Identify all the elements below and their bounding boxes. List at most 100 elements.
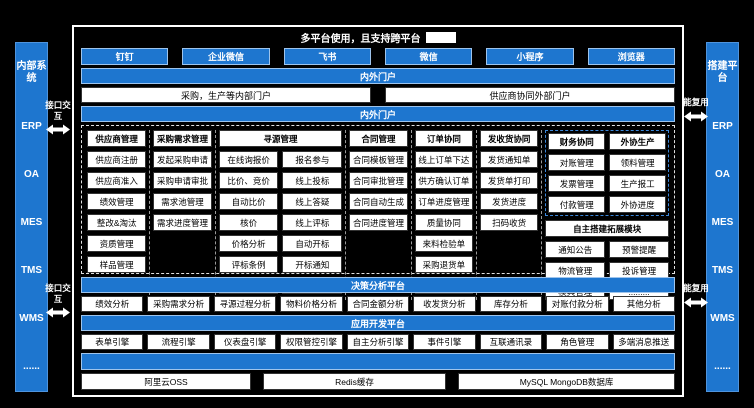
app-wechat: 微信 [384,48,473,65]
module-item: 合同自动生成 [349,193,408,210]
module-item: 报名参与 [282,151,343,168]
module-item: 核价 [218,214,279,231]
extension-grid: 通知公告 预警提醒 物流管理 投诉管理 模具管理 ......... [545,241,669,300]
storage-redis: Redis缓存 [262,373,447,390]
module-item: 扫码收货 [480,214,539,231]
reuse-connector-top: 能复用 [683,97,709,122]
module-item: 供应商注册 [87,151,147,168]
storage-oss: 阿里云OSS [81,373,251,390]
reuse-connector-bottom: 能复用 [683,283,709,308]
column-header: 供应商管理 [87,130,147,147]
module-item: 需求池管理 [153,193,212,210]
module-item: 在线询报价 [218,151,279,168]
engine-item: 仪表盘引擎 [213,334,277,350]
module-item: 评标条例 [218,256,279,273]
app-dingtalk: 钉钉 [81,48,169,65]
engine-item: 互联通讯录 [479,334,543,350]
analysis-item: 绩效分析 [81,296,144,312]
analysis-item: 收发货分析 [413,296,476,312]
sourcing-subgrid: 在线询报价 报名参与 比价、竞价 线上投标 自动比价 线上答疑 核价 线上评标 … [218,151,343,294]
double-arrow-icon [684,297,708,308]
module-item: 合同进度管理 [349,214,408,231]
module-item: 开标通知 [282,256,343,273]
storage-database: MySQL MongoDB数据库 [458,373,675,390]
finance-outsourcing-group: 财务协同 外协生产 对账管理 领料管理 发票管理 生产报工 付款管理 外协进度 [545,130,669,216]
module-item: 生产报工 [609,175,666,192]
double-arrow-icon [46,307,70,318]
column-header: 发收货协同 [480,130,539,147]
column-header: 合同管理 [349,130,408,147]
engine-item: 角色管理 [546,334,609,350]
analysis-item: 对账付款分析 [546,296,609,312]
app-dev-row: 表单引擎 流程引擎 仪表盘引擎 权限管控引擎 自主分析引擎 事件引擎 互联通讯录… [81,334,675,350]
column-header: 采购需求管理 [153,130,212,147]
analysis-item: 采购需求分析 [147,296,210,312]
app-wecom: 企业微信 [182,48,270,65]
engine-item: 权限管控引擎 [280,334,343,350]
internal-system-more: ...... [23,360,40,372]
analysis-item: 其他分析 [612,296,675,312]
module-item: 线上订单下达 [414,151,473,168]
built-app-oa: OA [715,169,730,181]
built-app-erp: ERP [712,121,733,133]
analysis-item: 物料价格分析 [280,296,343,312]
column-header: 寻源管理 [218,130,343,147]
module-item: 来料检验单 [414,235,473,252]
diagram-title: 多平台使用，且支持跨平台 [81,30,675,45]
analysis-item: 库存分析 [479,296,543,312]
storage-band [81,353,675,370]
column-header: 外协生产 [609,133,666,150]
modules-band: 内外门户 [81,106,675,122]
module-item: 线上答疑 [282,193,343,210]
module-item: 外协进度 [609,196,666,213]
portal-band: 内外门户 [81,68,675,84]
column-contract-mgmt: 合同管理 合同模板管理 合同审批管理 合同自动生成 合同进度管理 [345,130,410,300]
app-miniprogram: 小程序 [486,48,574,65]
interface-connector-bottom: 接口交互 [45,283,71,318]
portal-row: 采购，生产等内部门户 供应商协同外部门户 [81,87,675,103]
interface-connector-label: 接口交互 [45,100,71,121]
module-item: 比价、竞价 [218,172,279,189]
module-item: 整改&淘汰 [87,214,147,231]
external-portal: 供应商协同外部门户 [385,87,675,103]
built-app-wms: WMS [710,312,735,324]
engine-item: 流程引擎 [147,334,210,350]
internal-system-mes: MES [20,216,43,228]
module-item: 采购申请审批 [153,172,212,189]
module-item: 自动比价 [218,193,279,210]
extension-header: 自主搭建拓展模块 [545,220,669,237]
platform-frame: 多平台使用，且支持跨平台 钉钉 企业微信 飞书 微信 小程序 浏览器 内外门户 … [72,25,684,397]
analysis-item: 寻源过程分析 [213,296,277,312]
redacted-box [425,32,456,43]
module-item: 质量协同 [414,214,473,231]
finance-and-extension-area: 财务协同 外协生产 对账管理 领料管理 发票管理 生产报工 付款管理 外协进度 … [541,130,672,300]
internal-portal: 采购，生产等内部门户 [81,87,371,103]
module-item: 发货进度 [480,193,539,210]
module-item: 线上评标 [282,214,343,231]
module-grid: 供应商管理 供应商注册 供应商准入 绩效管理 整改&淘汰 资质管理 样品管理 采… [81,125,675,300]
module-item: 合同模板管理 [349,151,408,168]
build-platform-bar: 搭建平台 ERP OA MES TMS WMS ...... [706,42,739,392]
built-app-mes: MES [711,216,734,228]
decision-analysis-row: 绩效分析 采购需求分析 寻源过程分析 物料价格分析 合同金额分析 收发货分析 库… [81,296,675,312]
module-item: 合同审批管理 [349,172,408,189]
storage-row: 阿里云OSS Redis缓存 MySQL MongoDB数据库 [81,373,675,390]
internal-system-wms: WMS [19,312,44,324]
internal-system-erp: ERP [21,121,42,133]
app-dev-band: 应用开发平台 [81,315,675,331]
interface-connector-label: 接口交互 [45,283,71,304]
column-supplier-mgmt: 供应商管理 供应商注册 供应商准入 绩效管理 整改&淘汰 资质管理 样品管理 [84,130,149,300]
engine-item: 事件引擎 [413,334,476,350]
module-item: 绩效管理 [87,193,147,210]
module-item: 线上投标 [282,172,343,189]
built-app-more: ...... [714,360,731,372]
module-item: 供应商准入 [87,172,147,189]
reuse-connector-label: 能复用 [683,97,709,107]
internal-systems-bar: 内部系统 ERP OA MES TMS WMS ...... [15,42,48,392]
decision-analysis-band: 决策分析平台 [81,277,675,293]
column-sourcing-mgmt: 寻源管理 在线询报价 报名参与 比价、竞价 线上投标 自动比价 线上答疑 核价 … [214,130,346,300]
column-header: 财务协同 [548,133,606,150]
module-item: 订单进度管理 [414,193,473,210]
module-item: 自动开标 [282,235,343,252]
engine-item: 自主分析引擎 [346,334,410,350]
